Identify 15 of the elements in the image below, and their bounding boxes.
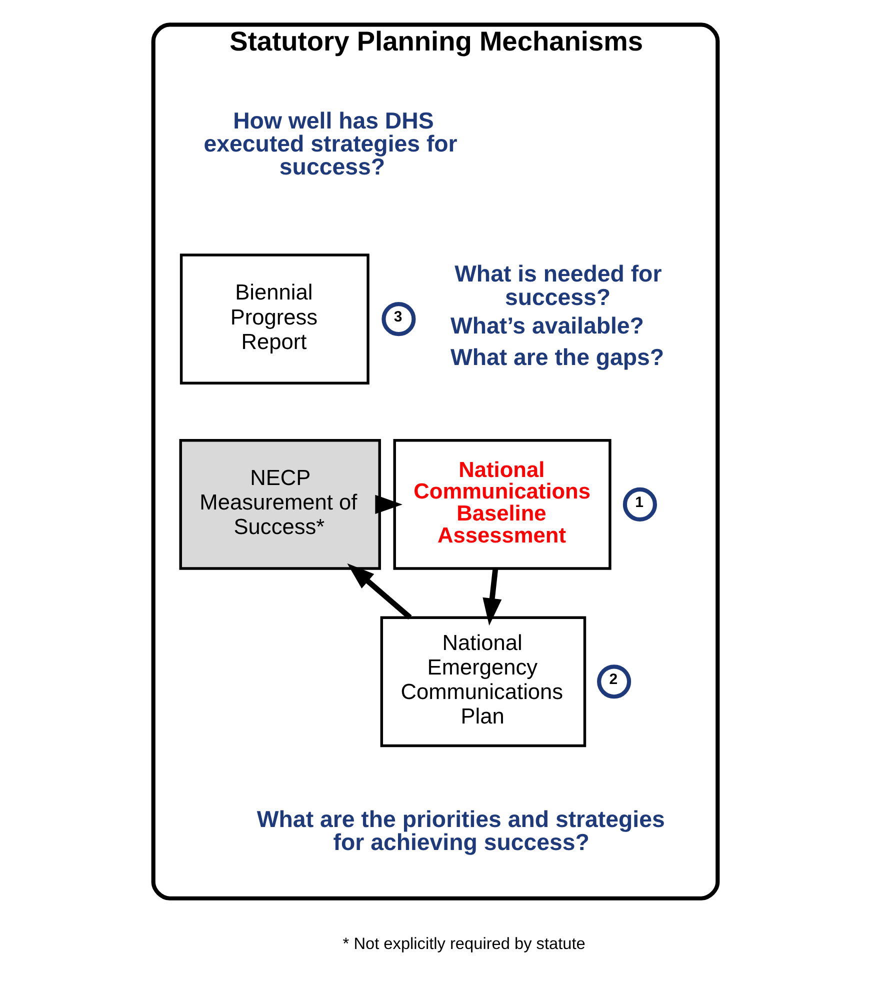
node-label: What are the priorities and strategies for achieving success?	[256, 806, 665, 856]
arrow	[482, 568, 502, 626]
node-label: What are the gaps?	[450, 344, 664, 370]
node-label: 2	[609, 671, 618, 688]
node-label: What’s available?	[450, 312, 644, 339]
node-box: National Communications Baseline Assessment	[393, 439, 612, 570]
label: * Not explicitly required by statute	[342, 934, 586, 953]
node-label: What is needed for success?	[454, 260, 662, 310]
node-box: National Emergency Communications Plan	[380, 616, 586, 748]
node-label: 3	[394, 308, 402, 326]
node-box: Biennial Progress Report	[180, 254, 370, 384]
arrow	[347, 563, 412, 620]
arrow	[375, 494, 402, 514]
node-label: 1	[635, 494, 644, 511]
node-label: How well has DHS executed strategies for success?	[204, 107, 458, 180]
